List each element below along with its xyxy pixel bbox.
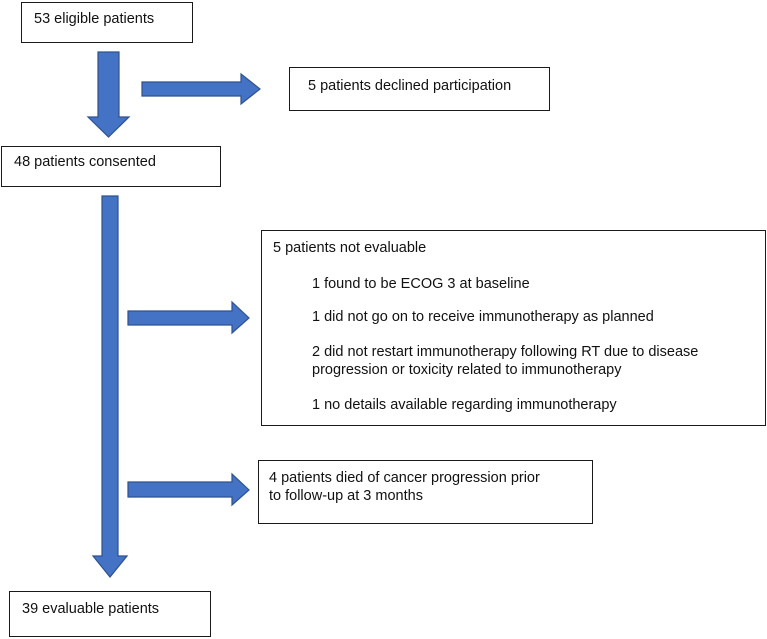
not-evaluable-item-no-restart-line1: 2 did not restart immunotherapy followin…: [312, 344, 699, 360]
evaluable-patients-label: 39 evaluable patients: [22, 601, 160, 617]
consented-label: 48 patients consented: [14, 154, 156, 170]
consented-box: 48 patients consented: [1, 146, 221, 187]
arrow-down-eligible-to-consented: [86, 51, 131, 138]
died-box: 4 patients died of cancer progression pr…: [258, 460, 593, 524]
arrow-right-to-not-evaluable: [127, 300, 250, 335]
not-evaluable-box: 5 patients not evaluable 1 found to be E…: [261, 230, 766, 426]
died-label-line2: to follow-up at 3 months: [269, 488, 423, 504]
declined-participation-box: 5 patients declined participation: [289, 67, 550, 111]
declined-participation-label: 5 patients declined participation: [308, 78, 512, 94]
not-evaluable-item-no-immunotherapy: 1 did not go on to receive immunotherapy…: [312, 309, 654, 325]
died-label-line1: 4 patients died of cancer progression pr…: [269, 470, 540, 486]
not-evaluable-item-no-details: 1 no details available regarding immunot…: [312, 397, 617, 413]
not-evaluable-item-ecog: 1 found to be ECOG 3 at baseline: [312, 276, 530, 292]
eligible-patients-label: 53 eligible patients: [34, 11, 155, 27]
not-evaluable-item-no-restart-line2: progression or toxicity related to immun…: [312, 362, 622, 378]
arrow-right-to-declined: [141, 72, 261, 106]
arrow-down-consented-to-evaluable: [91, 195, 129, 578]
arrow-right-to-died: [127, 472, 250, 507]
evaluable-patients-box: 39 evaluable patients: [9, 591, 211, 637]
not-evaluable-heading: 5 patients not evaluable: [273, 240, 427, 256]
eligible-patients-box: 53 eligible patients: [21, 2, 193, 43]
